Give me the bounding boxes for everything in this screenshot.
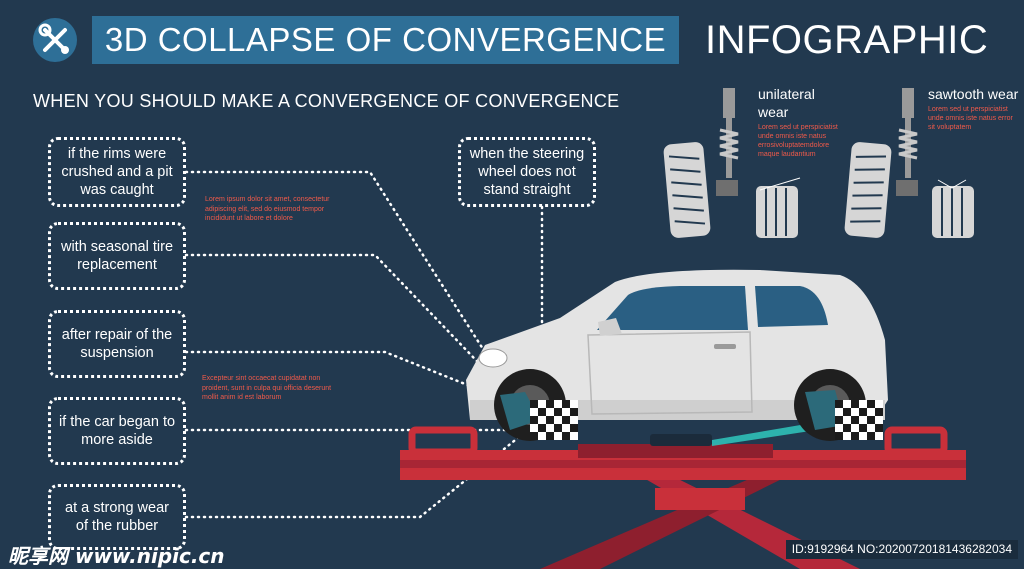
reason-label: with seasonal tire replacement xyxy=(60,239,174,273)
reason-label: if the car began to more aside xyxy=(58,414,176,448)
reason-box: if the car began to more aside xyxy=(48,397,186,465)
reason-label: if the rims were crushed and a pit was c… xyxy=(61,146,173,198)
infographic-heading: INFOGRAPHIC xyxy=(705,18,989,62)
reason-box: if the rims were crushed and a pit was c… xyxy=(48,137,186,207)
reason-box: with seasonal tire replacement xyxy=(48,222,186,290)
wear-title: sawtooth wear xyxy=(928,86,1019,102)
reason-box: when the steering wheel does not stand s… xyxy=(458,137,596,207)
note-text: Excepteur sint occaecat cupidatat non pr… xyxy=(202,375,332,401)
wear-title: unilateral wear xyxy=(758,86,815,120)
wrench-screwdriver-icon xyxy=(33,18,77,62)
watermark-id: ID:9192964 NO:20200720181436282034 xyxy=(785,540,1018,559)
unilateral-wear-illustration xyxy=(663,88,801,238)
reason-box: after repair of the suspension xyxy=(48,310,186,378)
alignment-target-rear xyxy=(805,390,883,440)
wear-block-sawtooth: sawtooth wear Lorem sed ut perspiciatist… xyxy=(928,85,1020,132)
wear-text: Lorem sed ut perspiciatist unde omnis is… xyxy=(928,106,1013,131)
title-banner: 3D COLLAPSE OF CONVERGENCE xyxy=(92,16,679,64)
reason-label: at a strong wear of the rubber xyxy=(65,500,169,534)
note-text: Lorem ipsum dolor sit amet, consectetur … xyxy=(205,196,330,222)
wear-block-unilateral: unilateral wear Lorem sed ut perspiciati… xyxy=(758,85,848,159)
lift-platform xyxy=(400,426,966,480)
reason-label: when the steering wheel does not stand s… xyxy=(469,146,585,198)
reason-box: at a strong wear of the rubber xyxy=(48,484,186,550)
watermark-logo: 昵享网 www.nipic.cn xyxy=(8,544,225,568)
reason-label: after repair of the suspension xyxy=(61,327,173,361)
alignment-target-front xyxy=(500,392,578,440)
section-subtitle: WHEN YOU SHOULD MAKE A CONVERGENCE OF CO… xyxy=(33,91,620,111)
page-title: 3D COLLAPSE OF CONVERGENCE xyxy=(104,21,667,58)
wear-text: Lorem sed ut perspiciatist unde omnis is… xyxy=(758,124,838,158)
sawtooth-wear-illustration xyxy=(844,88,974,238)
